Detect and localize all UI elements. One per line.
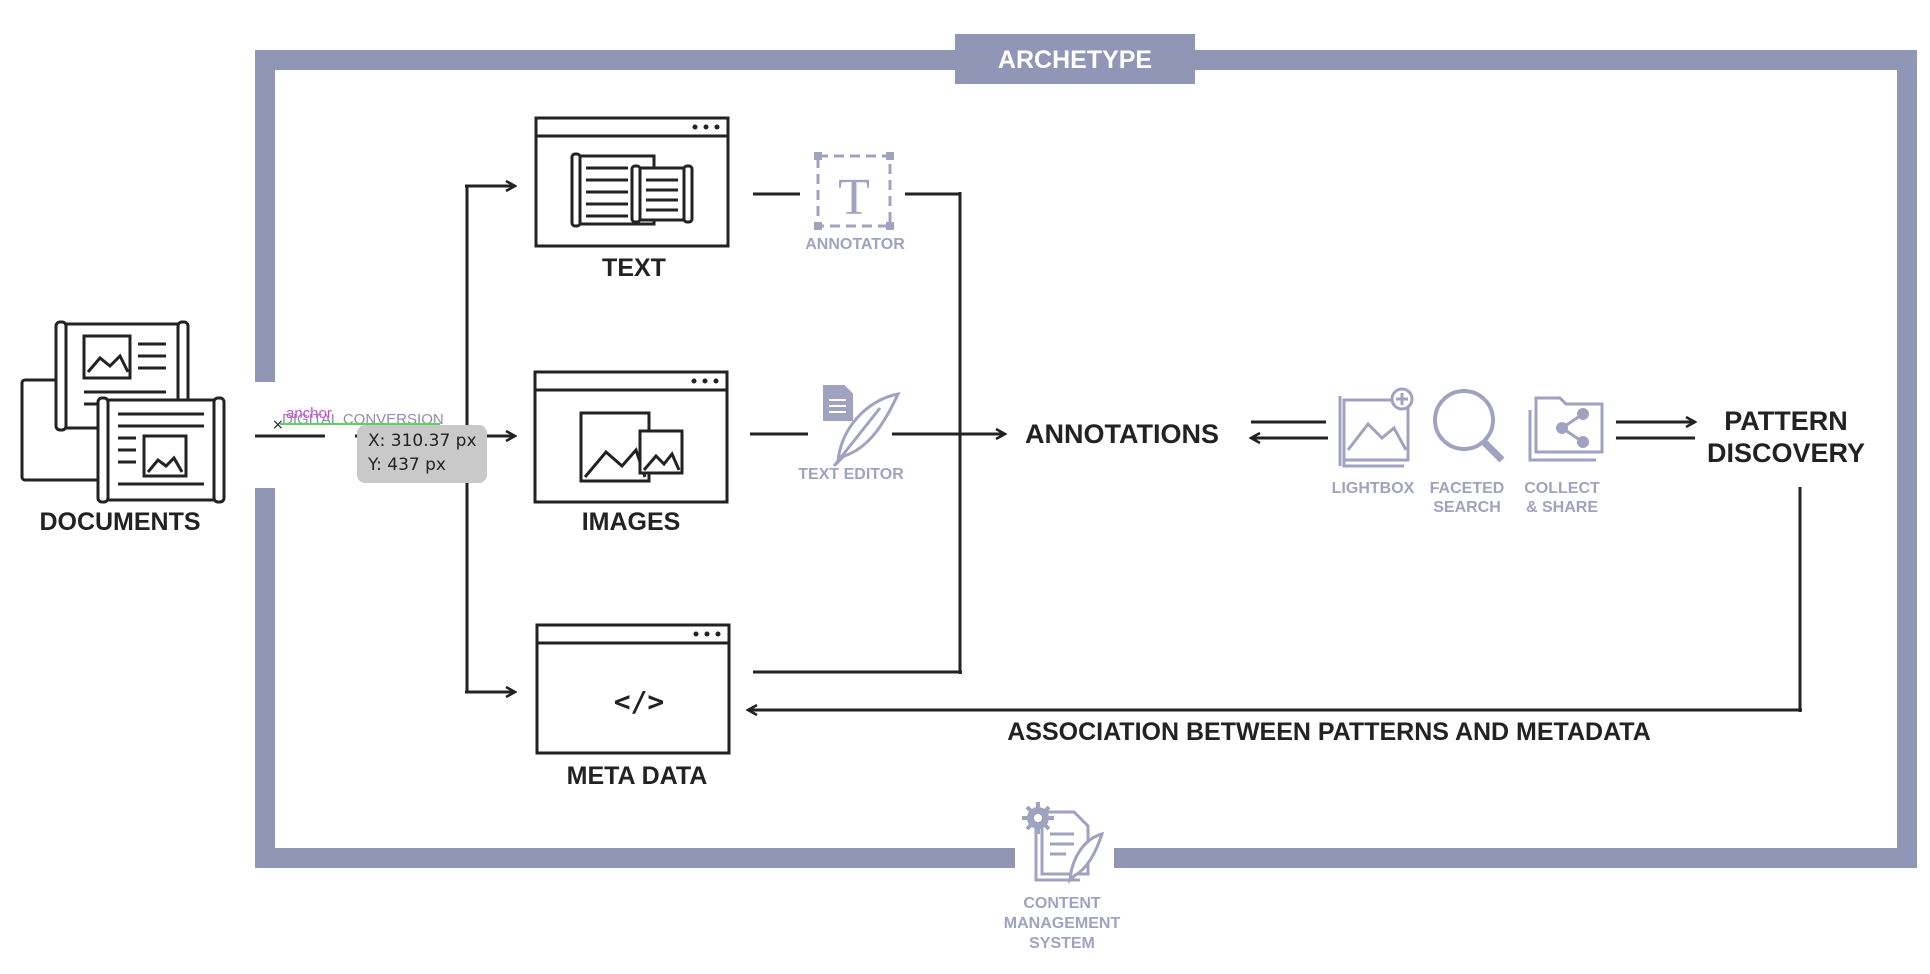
search-icon bbox=[1433, 389, 1505, 463]
annotator-label: ANNOTATOR bbox=[805, 236, 905, 253]
share-folder-icon bbox=[1528, 396, 1604, 462]
images-label: IMAGES bbox=[582, 508, 681, 536]
collect-share-label-line1: COLLECT bbox=[1524, 480, 1600, 497]
collect-share-label-line2: & SHARE bbox=[1526, 499, 1598, 516]
anchor-marker[interactable]: × anchor bbox=[272, 405, 440, 433]
code-glyph: </> bbox=[614, 685, 665, 718]
archetype-frame bbox=[255, 50, 1917, 868]
coordinate-tooltip: X: 310.37 px Y: 437 px bbox=[357, 425, 487, 483]
cms-label-line2: MANAGEMENT bbox=[1004, 915, 1121, 932]
pattern-discovery-label-line2: DISCOVERY bbox=[1707, 438, 1865, 468]
tooltip-x-value: X: 310.37 px bbox=[368, 431, 477, 451]
anchor-label: anchor bbox=[286, 405, 332, 422]
tooltip-y-value: Y: 437 px bbox=[367, 455, 446, 475]
gear-icon bbox=[1022, 802, 1054, 834]
annotations-label: ANNOTATIONS bbox=[1025, 419, 1219, 449]
text-editor-label: TEXT EDITOR bbox=[798, 466, 904, 483]
archetype-title: ARCHETYPE bbox=[998, 46, 1152, 74]
text-label: TEXT bbox=[602, 254, 666, 282]
archetype-title-tab: ARCHETYPE bbox=[955, 34, 1195, 84]
meta-data-label: META DATA bbox=[567, 762, 708, 790]
annotator-t-glyph: T bbox=[838, 169, 870, 226]
images-window-icon bbox=[533, 370, 729, 504]
annotator-icon bbox=[814, 152, 894, 230]
text-window-icon bbox=[534, 116, 730, 248]
lightbox-icon bbox=[1338, 387, 1414, 468]
documents-icon bbox=[20, 320, 226, 504]
text-editor-icon bbox=[823, 385, 901, 467]
documents-label: DOCUMENTS bbox=[39, 508, 200, 536]
meta-data-window-icon bbox=[535, 623, 731, 755]
cms-document-icon bbox=[1034, 810, 1105, 884]
faceted-search-label-line2: SEARCH bbox=[1433, 499, 1501, 516]
faceted-search-label-line1: FACETED bbox=[1430, 480, 1505, 497]
tools-pattern-double-arrow bbox=[1616, 422, 1695, 440]
annotations-tools-double-arrow bbox=[1251, 420, 1328, 438]
cms-label-line1: CONTENT bbox=[1023, 895, 1101, 912]
lightbox-label: LIGHTBOX bbox=[1332, 480, 1415, 497]
association-return-arrow bbox=[748, 487, 1802, 712]
annotations-connector bbox=[750, 192, 1005, 674]
anchor-x-mark: × bbox=[272, 417, 284, 433]
association-label: ASSOCIATION BETWEEN PATTERNS AND METADAT… bbox=[1007, 718, 1651, 746]
pattern-discovery-label-line1: PATTERN bbox=[1724, 406, 1848, 436]
cms-label-line3: SYSTEM bbox=[1029, 935, 1095, 952]
